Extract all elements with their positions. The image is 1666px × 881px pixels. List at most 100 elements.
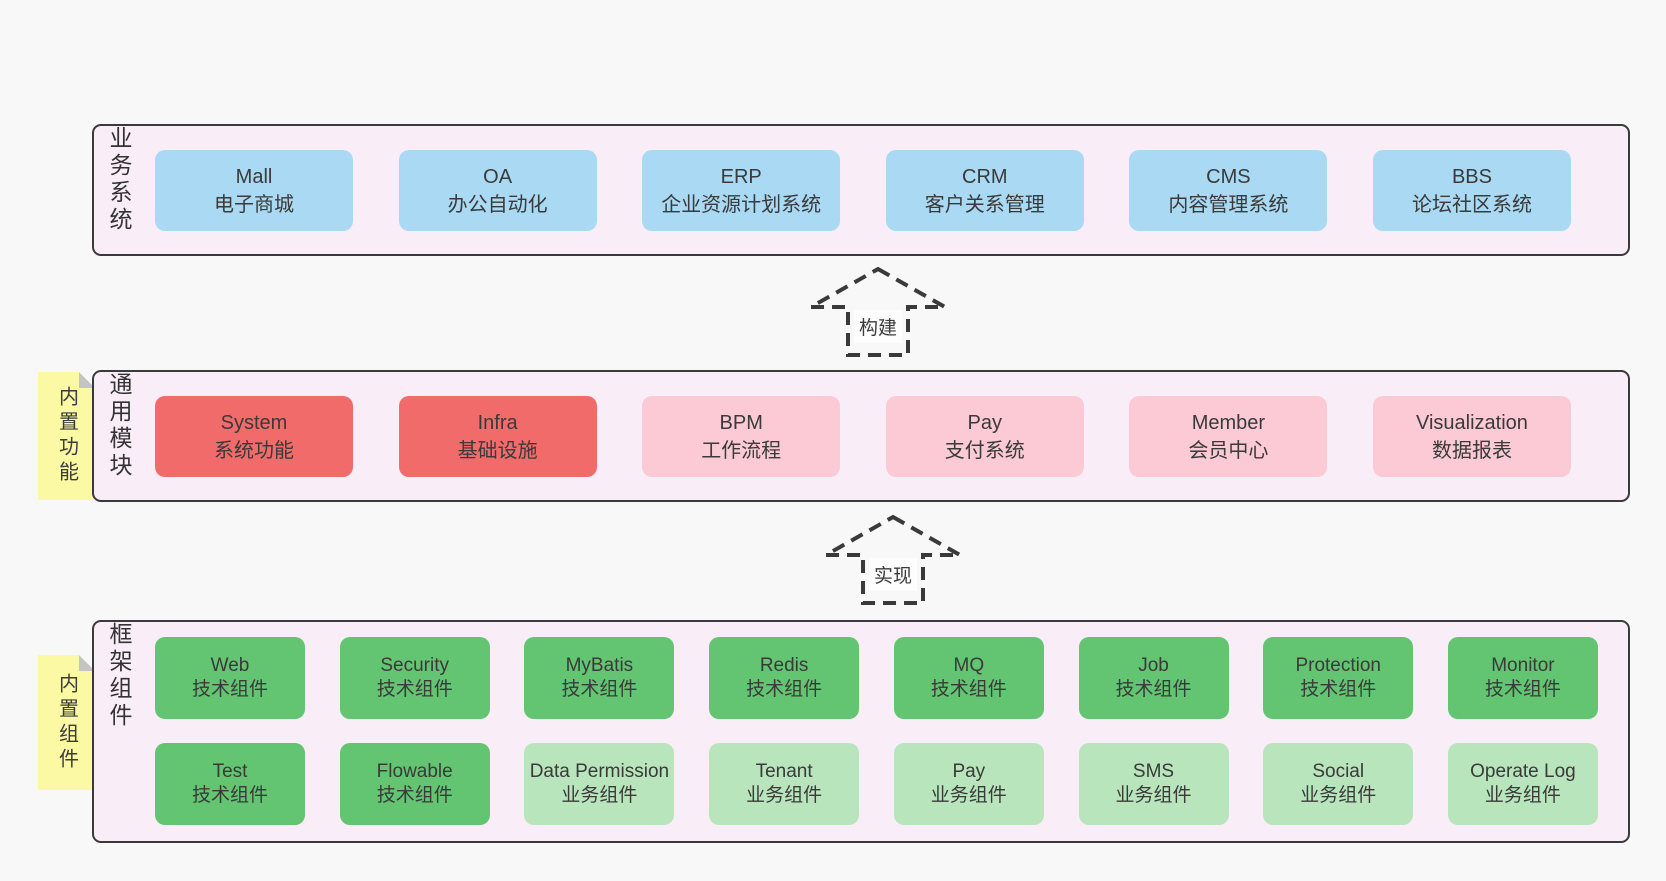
box-subtitle: 内容管理系统 — [1168, 193, 1289, 216]
box-title: Flowable — [376, 760, 453, 782]
box-subtitle: 业务组件 — [1484, 785, 1561, 806]
box-subtitle: 技术组件 — [561, 679, 638, 700]
box-subtitle: 企业资源计划系统 — [661, 193, 822, 216]
box-system: System 系统功能 — [155, 396, 353, 477]
box-subtitle: 技术组件 — [191, 679, 268, 700]
box-pay-system: Pay 支付系统 — [885, 396, 1084, 477]
box-bbs: BBS 论坛社区系统 — [1372, 150, 1571, 231]
box-bpm: BPM 工作流程 — [642, 396, 841, 477]
up-arrow-outline — [823, 514, 963, 605]
box-protection: Protection 技术组件 — [1263, 637, 1414, 719]
box-title: Social — [1312, 760, 1365, 782]
box-title: System — [220, 411, 288, 434]
box-sms: SMS 业务组件 — [1078, 743, 1229, 825]
box-title: BPM — [719, 411, 763, 434]
box-title: Security — [380, 654, 450, 676]
box-social: Social 业务组件 — [1263, 743, 1414, 825]
layer-label: 业务系统 — [106, 126, 132, 234]
box-security: Security 技术组件 — [339, 637, 490, 719]
box-subtitle: 业务组件 — [930, 785, 1007, 806]
box-monitor: Monitor 技术组件 — [1447, 637, 1598, 719]
box-infra: Infra 基础设施 — [398, 396, 597, 477]
box-subtitle: 业务组件 — [561, 785, 638, 806]
box-erp: ERP 企业资源计划系统 — [642, 150, 841, 231]
box-subtitle: 技术组件 — [1115, 679, 1192, 700]
box-web: Web 技术组件 — [155, 637, 305, 719]
up-arrow-icon — [808, 266, 948, 357]
box-flowable: Flowable 技术组件 — [339, 743, 490, 825]
box-redis: Redis 技术组件 — [709, 637, 860, 719]
box-test: Test 技术组件 — [155, 743, 305, 825]
box-subtitle: 技术组件 — [1300, 679, 1377, 700]
box-title: Redis — [759, 654, 809, 676]
box-job: Job 技术组件 — [1078, 637, 1229, 719]
box-mybatis: MyBatis 技术组件 — [524, 637, 675, 719]
layer-business-systems: 业务系统 Mall 电子商城 OA 办公自动化 ERP 企业资源计划系统 CRM… — [92, 124, 1630, 256]
box-title: MQ — [953, 654, 985, 676]
box-subtitle: 技术组件 — [191, 785, 268, 806]
box-subtitle: 技术组件 — [930, 679, 1007, 700]
box-title: OA — [483, 165, 513, 188]
box-operate-log: Operate Log 业务组件 — [1447, 743, 1598, 825]
box-title: Data Permission — [529, 760, 670, 782]
box-title: Operate Log — [1470, 760, 1576, 782]
box-title: SMS — [1132, 760, 1175, 782]
box-oa: OA 办公自动化 — [398, 150, 597, 231]
box-subtitle: 办公自动化 — [447, 193, 548, 216]
box-title: CMS — [1206, 165, 1251, 188]
box-title: Test — [212, 760, 248, 782]
box-visualization: Visualization 数据报表 — [1372, 396, 1571, 477]
box-subtitle: 支付系统 — [944, 439, 1025, 462]
box-subtitle: 技术组件 — [376, 785, 453, 806]
box-subtitle: 电子商城 — [214, 193, 294, 216]
layer-label: 通用模块 — [106, 372, 132, 480]
box-title: Job — [1138, 654, 1169, 676]
up-arrow-implement: 实现 — [823, 514, 963, 606]
box-subtitle: 基础设施 — [457, 439, 538, 462]
box-title: Pay — [967, 411, 1003, 434]
box-title: ERP — [720, 165, 762, 188]
box-title: Pay — [952, 760, 986, 782]
box-row: System 系统功能 Infra 基础设施 BPM 工作流程 Pay 支付系统… — [155, 396, 1571, 477]
box-subtitle: 工作流程 — [701, 439, 782, 462]
arrow-label: 实现 — [868, 558, 918, 591]
box-subtitle: 技术组件 — [746, 679, 823, 700]
layer-common-modules: 通用模块 System 系统功能 Infra 基础设施 BPM 工作流程 Pay… — [92, 370, 1630, 502]
arrow-label: 构建 — [853, 310, 903, 343]
box-crm: CRM 客户关系管理 — [885, 150, 1084, 231]
up-arrow-outline — [808, 266, 948, 357]
box-title: Visualization — [1416, 411, 1528, 434]
box-subtitle: 数据报表 — [1431, 439, 1512, 462]
box-data-permission: Data Permission 业务组件 — [524, 743, 675, 825]
box-title: Infra — [477, 411, 518, 434]
box-title: CRM — [962, 165, 1008, 188]
box-subtitle: 技术组件 — [376, 679, 453, 700]
sticky-note-label: 内置组件 — [55, 672, 78, 773]
layer-label: 框架组件 — [106, 622, 132, 730]
sticky-note-builtin-features: 内置功能 — [38, 372, 95, 500]
layer-framework-components: 框架组件 Web 技术组件 Security 技术组件 MyBatis 技术组件… — [92, 620, 1630, 843]
box-subtitle: 会员中心 — [1188, 439, 1269, 462]
box-title: BBS — [1451, 165, 1492, 188]
box-title: Protection — [1295, 654, 1381, 676]
box-title: MyBatis — [565, 654, 634, 676]
box-pay-component: Pay 业务组件 — [893, 743, 1044, 825]
box-mq: MQ 技术组件 — [893, 637, 1044, 719]
sticky-note-builtin-components: 内置组件 — [38, 655, 95, 790]
box-title: Member — [1191, 411, 1266, 434]
box-row: Test 技术组件 Flowable 技术组件 Data Permission … — [155, 743, 1598, 825]
box-subtitle: 业务组件 — [1300, 785, 1377, 806]
sticky-note-label: 内置功能 — [55, 386, 78, 486]
box-title: Web — [210, 654, 250, 676]
box-subtitle: 业务组件 — [746, 785, 823, 806]
box-subtitle: 技术组件 — [1484, 679, 1561, 700]
box-title: Monitor — [1491, 654, 1555, 676]
box-title: Mall — [235, 165, 273, 188]
box-tenant: Tenant 业务组件 — [709, 743, 860, 825]
box-mall: Mall 电子商城 — [155, 150, 353, 231]
box-subtitle: 论坛社区系统 — [1411, 193, 1532, 216]
box-cms: CMS 内容管理系统 — [1129, 150, 1328, 231]
box-subtitle: 系统功能 — [214, 439, 294, 462]
box-row: Mall 电子商城 OA 办公自动化 ERP 企业资源计划系统 CRM 客户关系… — [155, 150, 1571, 231]
